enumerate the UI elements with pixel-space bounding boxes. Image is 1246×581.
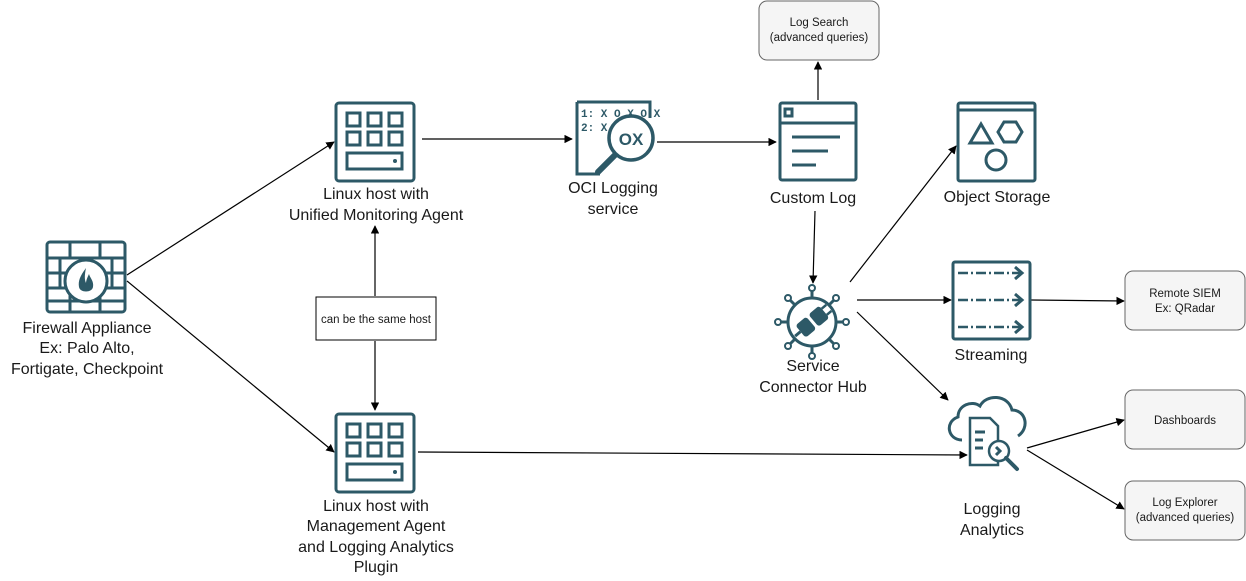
edge-firewall-to-uma (126, 141, 335, 276)
custom-log-label: Custom Log (770, 190, 856, 207)
node-oci-logging[interactable]: 1: X O X O X 2: X O OX OCI Logging servi… (568, 100, 661, 218)
object-storage-label: Object Storage (944, 189, 1051, 206)
server-grid-icon (334, 412, 416, 494)
log-magnifier-icon: 1: X O X O X 2: X O OX (575, 100, 661, 176)
firewall-label-1: Firewall Appliance (23, 320, 152, 337)
same-host-note-text: can be the same host (321, 314, 432, 326)
document-window-icon (778, 101, 858, 182)
firewall-label-3: Fortigate, Checkpoint (11, 361, 164, 378)
service-connector-label-1: Service (786, 358, 839, 375)
edge-mgmt-to-logginganalytics (417, 450, 968, 460)
dashboards-label: Dashboards (1154, 415, 1216, 427)
remote-siem-label-2: Ex: QRadar (1155, 303, 1215, 315)
streaming-icon (951, 260, 1032, 341)
dashboards-box[interactable]: Dashboards (1124, 389, 1246, 450)
oci-lens-text: OX (619, 130, 644, 149)
firewall-icon (45, 240, 127, 314)
uma-host-label-2: Unified Monitoring Agent (289, 207, 464, 224)
node-service-connector[interactable]: Service Connector Hub (759, 284, 867, 396)
logging-analytics-label-2: Analytics (960, 522, 1024, 539)
service-connector-label-2: Connector Hub (759, 379, 867, 396)
oci-logging-label-1: OCI Logging (568, 180, 658, 197)
remote-siem-label-1: Remote SIEM (1149, 288, 1221, 300)
node-logging-analytics[interactable]: Logging Analytics (947, 396, 1027, 539)
node-firewall[interactable]: Firewall Appliance Ex: Palo Alto, Fortig… (11, 240, 164, 378)
remote-siem-box[interactable]: Remote SIEM Ex: QRadar (1124, 270, 1246, 331)
log-search-label-2: (advanced queries) (770, 32, 869, 44)
node-streaming[interactable]: Streaming (951, 260, 1032, 364)
object-storage-icon (956, 101, 1037, 183)
log-explorer-label-2: (advanced queries) (1136, 512, 1235, 524)
node-object-storage[interactable]: Object Storage (944, 101, 1051, 206)
uma-host-label-1: Linux host with (323, 186, 429, 203)
node-uma-host[interactable]: Linux host with Unified Monitoring Agent (289, 101, 464, 224)
log-explorer-label-1: Log Explorer (1152, 497, 1217, 509)
mgmt-host-label-2: Management Agent (307, 518, 446, 535)
cloud-analytics-icon (947, 396, 1027, 471)
edges (126, 61, 1125, 510)
server-grid-icon (334, 101, 416, 183)
mgmt-host-label-3: and Logging Analytics (298, 539, 454, 556)
edge-firewall-to-mgmt (126, 280, 335, 453)
edge-la-to-dashboards (1026, 418, 1125, 449)
connector-hub-icon (774, 284, 850, 360)
log-explorer-box[interactable]: Log Explorer (advanced queries) (1124, 480, 1246, 541)
log-search-box[interactable]: Log Search (advanced queries) (758, 0, 880, 61)
edge-sch-to-logginganalytics (856, 311, 949, 401)
mgmt-host-label-4: Plugin (354, 559, 398, 576)
node-mgmt-host[interactable]: Linux host with Management Agent and Log… (298, 412, 454, 576)
same-host-note: can be the same host (315, 296, 437, 341)
streaming-label: Streaming (955, 347, 1028, 364)
mgmt-host-label-1: Linux host with (323, 498, 429, 515)
edge-la-to-logexplorer (1026, 449, 1125, 510)
oci-logging-label-2: service (588, 201, 639, 218)
edge-sch-to-objectstorage (849, 145, 957, 283)
log-search-label-1: Log Search (790, 17, 849, 29)
node-custom-log[interactable]: Custom Log (770, 101, 858, 207)
edge-customlog-to-sch (809, 210, 818, 284)
edge-streaming-to-siem (1030, 296, 1125, 306)
firewall-label-2: Ex: Palo Alto, (39, 340, 134, 357)
logging-analytics-label-1: Logging (964, 501, 1021, 518)
